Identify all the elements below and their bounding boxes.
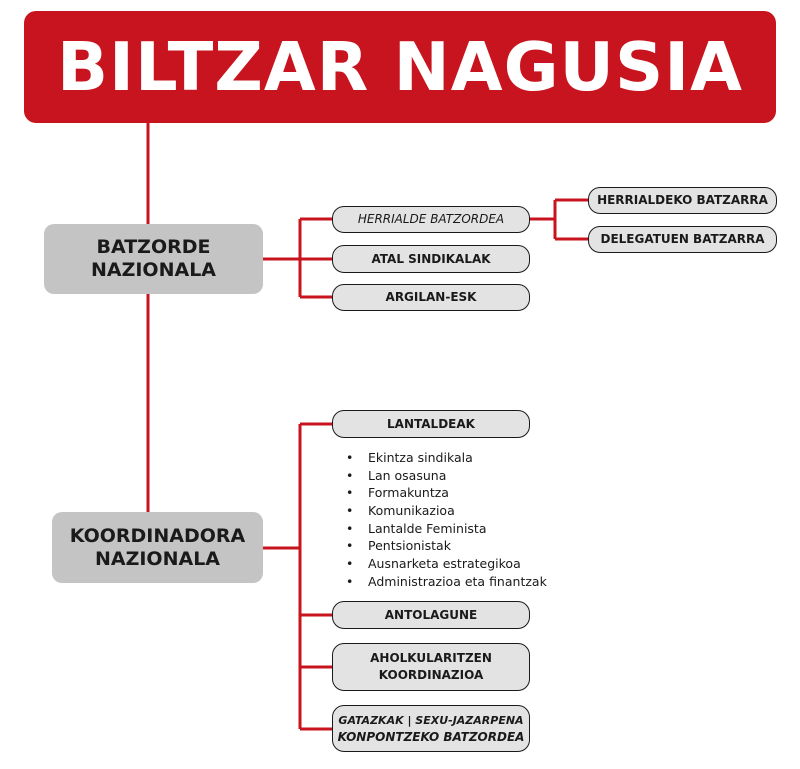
herrialde-batzordea-label: HERRIALDE BATZORDEA — [357, 212, 505, 226]
aholkularitzen-line2: KOORDINAZIOA — [378, 668, 484, 682]
argilan-esk-label: ARGILAN-ESK — [385, 290, 477, 304]
page-title: BILTZAR NAGUSIA — [56, 28, 743, 106]
aholkularitzen-pill: AHOLKULARITZEN KOORDINAZIOA — [332, 643, 530, 691]
batzorde-nazionala-box: BATZORDE NAZIONALA — [44, 224, 263, 294]
herrialdeko-batzarra-pill: HERRIALDEKO BATZARRA — [588, 187, 777, 214]
delegatuen-batzarra-label: DELEGATUEN BATZARRA — [600, 232, 765, 246]
delegatuen-batzarra-pill: DELEGATUEN BATZARRA — [588, 226, 777, 253]
herrialdeko-batzarra-label: HERRIALDEKO BATZARRA — [597, 193, 768, 207]
antolagune-pill: ANTOLAGUNE — [332, 601, 530, 629]
gatazkak-line1: GATAZKAK | SEXU-JAZARPENA — [338, 713, 524, 727]
list-item: Administrazioa eta finantzak — [346, 573, 547, 591]
aholkularitzen-line1: AHOLKULARITZEN — [370, 651, 492, 665]
list-item: Pentsionistak — [346, 537, 547, 555]
batzorde-line1: BATZORDE — [96, 236, 211, 258]
list-item: Lantalde Feminista — [346, 520, 547, 538]
lantaldeak-list: Ekintza sindikala Lan osasuna Formakuntz… — [346, 449, 547, 591]
list-item: Ausnarketa estrategikoa — [346, 555, 547, 573]
herrialde-batzordea-pill: HERRIALDE BATZORDEA — [332, 206, 530, 233]
title-banner: BILTZAR NAGUSIA — [24, 11, 776, 123]
list-item: Ekintza sindikala — [346, 449, 547, 467]
gatazkak-line2: KONPONTZEKO BATZORDEA — [337, 729, 525, 744]
atal-sindikalak-pill: ATAL SINDIKALAK — [332, 245, 530, 273]
gatazkak-pill: GATAZKAK | SEXU-JAZARPENA KONPONTZEKO BA… — [332, 705, 530, 752]
list-item: Formakuntza — [346, 484, 547, 502]
antolagune-label: ANTOLAGUNE — [384, 607, 478, 622]
list-item: Lan osasuna — [346, 467, 547, 485]
koordinadora-nazionala-box: KOORDINADORA NAZIONALA — [52, 512, 263, 583]
koordinadora-line1: KOORDINADORA — [69, 524, 246, 547]
list-item: Komunikazioa — [346, 502, 547, 520]
lantaldeak-pill: LANTALDEAK — [332, 410, 530, 438]
lantaldeak-label: LANTALDEAK — [387, 416, 475, 431]
batzorde-line2: NAZIONALA — [90, 259, 217, 281]
atal-sindikalak-label: ATAL SINDIKALAK — [371, 251, 491, 266]
argilan-esk-pill: ARGILAN-ESK — [332, 284, 530, 311]
koordinadora-line2: NAZIONALA — [94, 547, 221, 570]
